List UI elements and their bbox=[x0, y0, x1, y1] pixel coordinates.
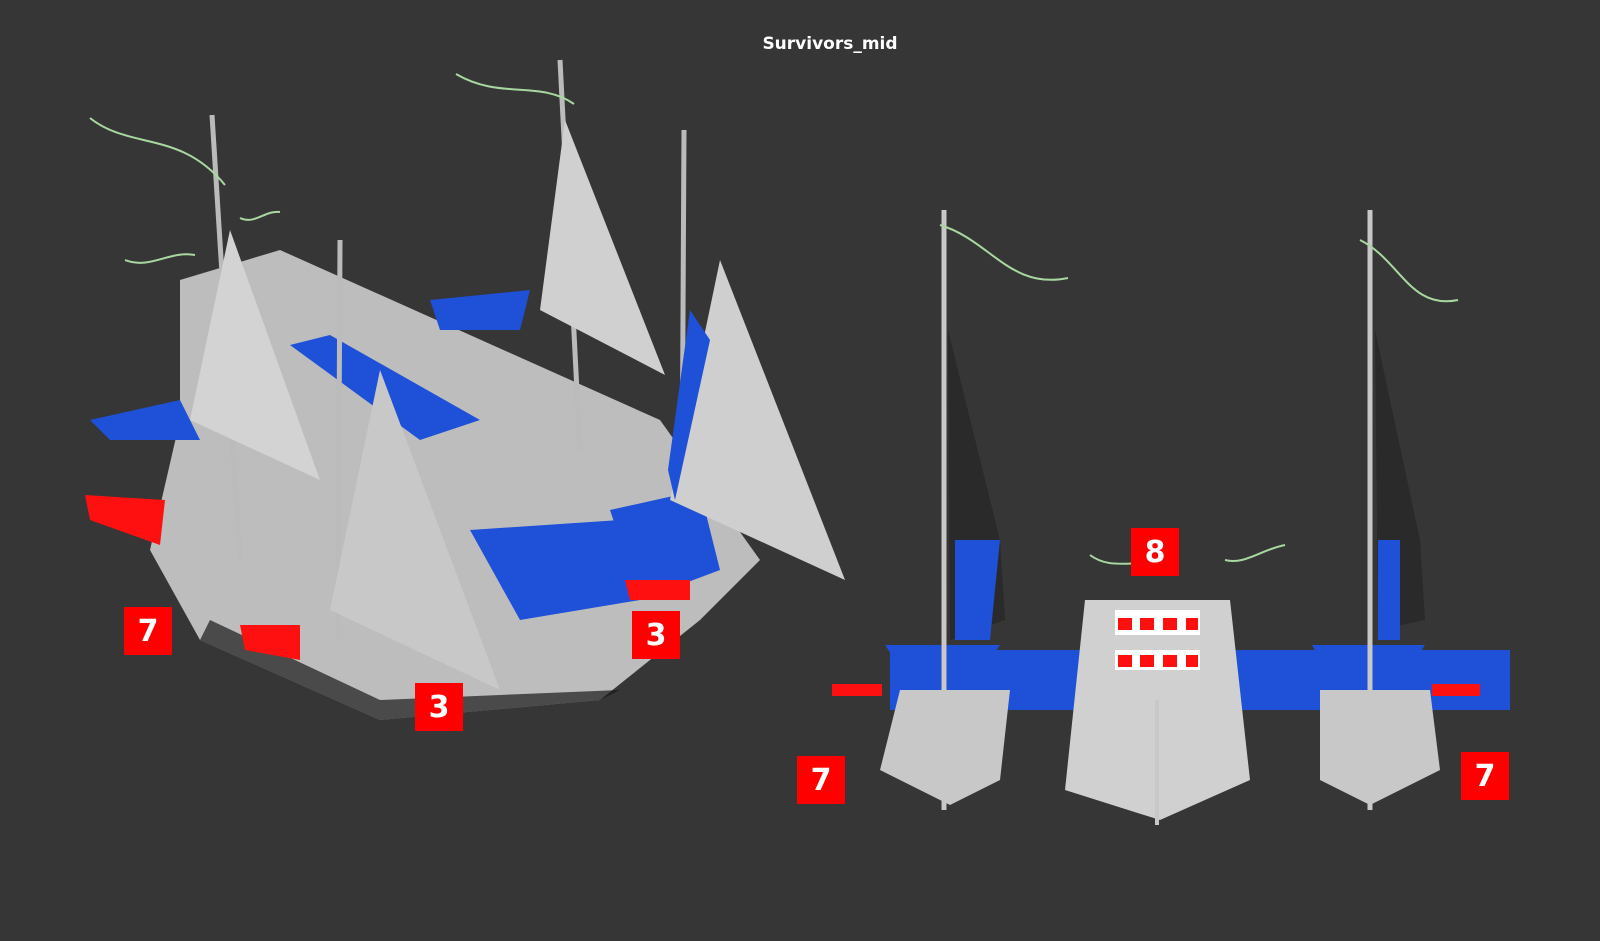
render-title: Survivors_mid bbox=[762, 34, 898, 54]
cannon-count-badge: 8 bbox=[1131, 528, 1179, 576]
cannon-count-badge: 7 bbox=[797, 756, 845, 804]
cannon-count-badge: 3 bbox=[632, 611, 680, 659]
cannon-count-badge: 3 bbox=[415, 683, 463, 731]
cannon-count-badge: 7 bbox=[1461, 752, 1509, 800]
perspective-ship-view bbox=[85, 59, 845, 720]
front-ship-view bbox=[832, 210, 1510, 825]
cannon-count-badge: 7 bbox=[124, 607, 172, 655]
